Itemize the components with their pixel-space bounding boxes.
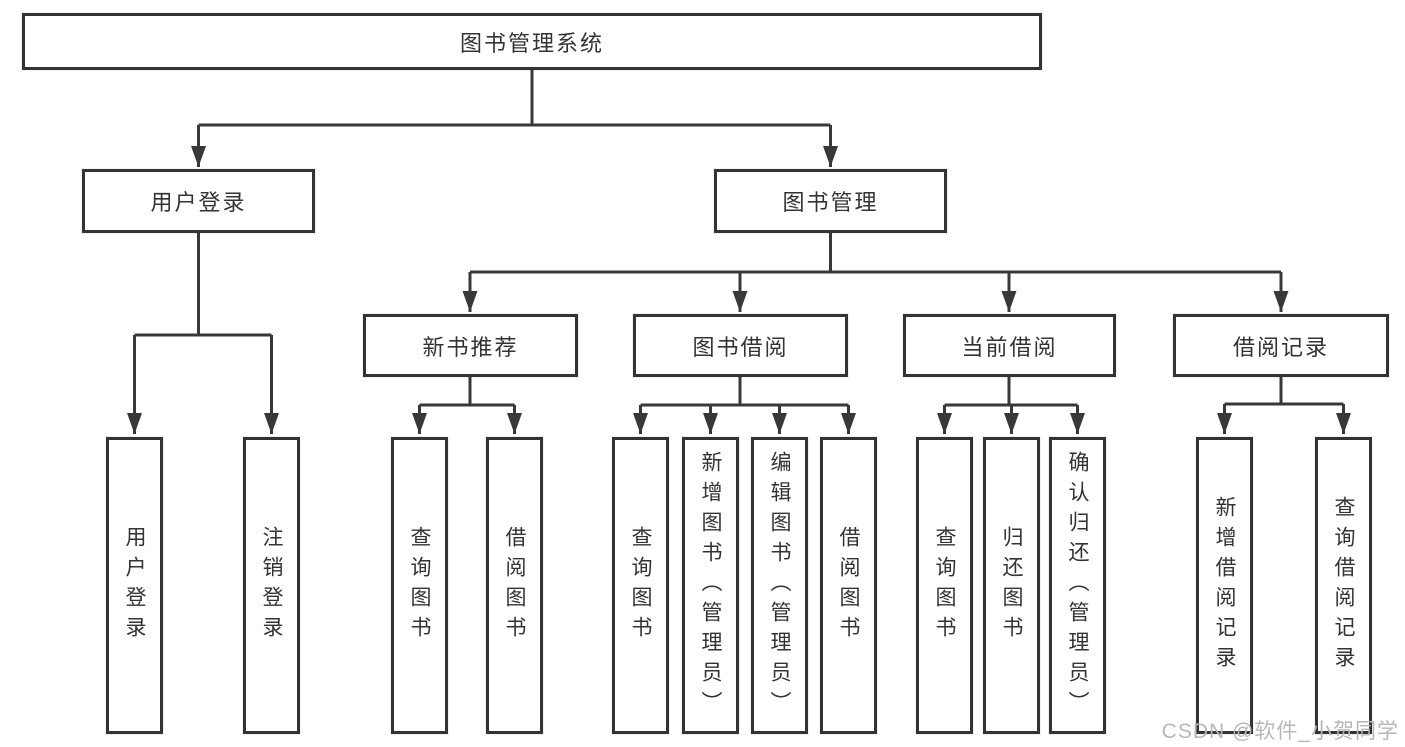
node-box-leaf-query-borrow-record: 查询借阅记录 bbox=[1315, 437, 1372, 734]
node-box-leaf-borrow-books-recommend: 借阅图书 bbox=[486, 437, 543, 734]
node-box-book-management: 图书管理 bbox=[714, 169, 947, 233]
node-box-leaf-edit-book-admin: 编辑图书（管理员） bbox=[751, 437, 808, 734]
node-box-leaf-confirm-return-admin: 确认归还（管理员） bbox=[1049, 437, 1106, 734]
node-box-user-login: 用户登录 bbox=[82, 169, 315, 233]
leaf-label: 编辑图书（管理员） bbox=[768, 450, 791, 721]
node-box-book-borrowing: 图书借阅 bbox=[633, 314, 848, 377]
leaf-label: 确认归还（管理员） bbox=[1066, 450, 1089, 721]
node-box-borrowing-records: 借阅记录 bbox=[1173, 314, 1389, 377]
leaf-label: 归还图书 bbox=[1000, 525, 1023, 646]
node-box-leaf-logout: 注销登录 bbox=[243, 437, 300, 734]
leaf-label: 注销登录 bbox=[260, 525, 283, 646]
node-box-leaf-add-book-admin: 新增图书（管理员） bbox=[682, 437, 739, 734]
node-box-leaf-return-book: 归还图书 bbox=[983, 437, 1040, 734]
leaf-label: 查询图书 bbox=[629, 525, 652, 646]
leaf-label: 查询图书 bbox=[933, 525, 956, 646]
node-box-new-book-recommend: 新书推荐 bbox=[363, 314, 578, 377]
node-box-leaf-user-login: 用户登录 bbox=[106, 437, 163, 734]
node-box-leaf-add-borrow-record: 新增借阅记录 bbox=[1196, 437, 1253, 734]
leaf-label: 查询图书 bbox=[408, 525, 431, 646]
leaf-label: 新增图书（管理员） bbox=[699, 450, 722, 721]
leaf-label: 借阅图书 bbox=[503, 525, 526, 646]
node-box-leaf-borrow-books-borrowing: 借阅图书 bbox=[820, 437, 877, 734]
leaf-label: 用户登录 bbox=[123, 525, 146, 646]
node-box-leaf-query-books-borrowing: 查询图书 bbox=[612, 437, 669, 734]
leaf-label: 新增借阅记录 bbox=[1213, 495, 1236, 676]
node-box-current-borrowing: 当前借阅 bbox=[903, 314, 1116, 377]
leaf-label: 借阅图书 bbox=[837, 525, 860, 646]
node-box-leaf-query-books-current: 查询图书 bbox=[916, 437, 973, 734]
node-box-leaf-query-books-recommend: 查询图书 bbox=[391, 437, 448, 734]
node-box-library-system: 图书管理系统 bbox=[22, 13, 1042, 70]
leaf-label: 查询借阅记录 bbox=[1332, 495, 1355, 676]
